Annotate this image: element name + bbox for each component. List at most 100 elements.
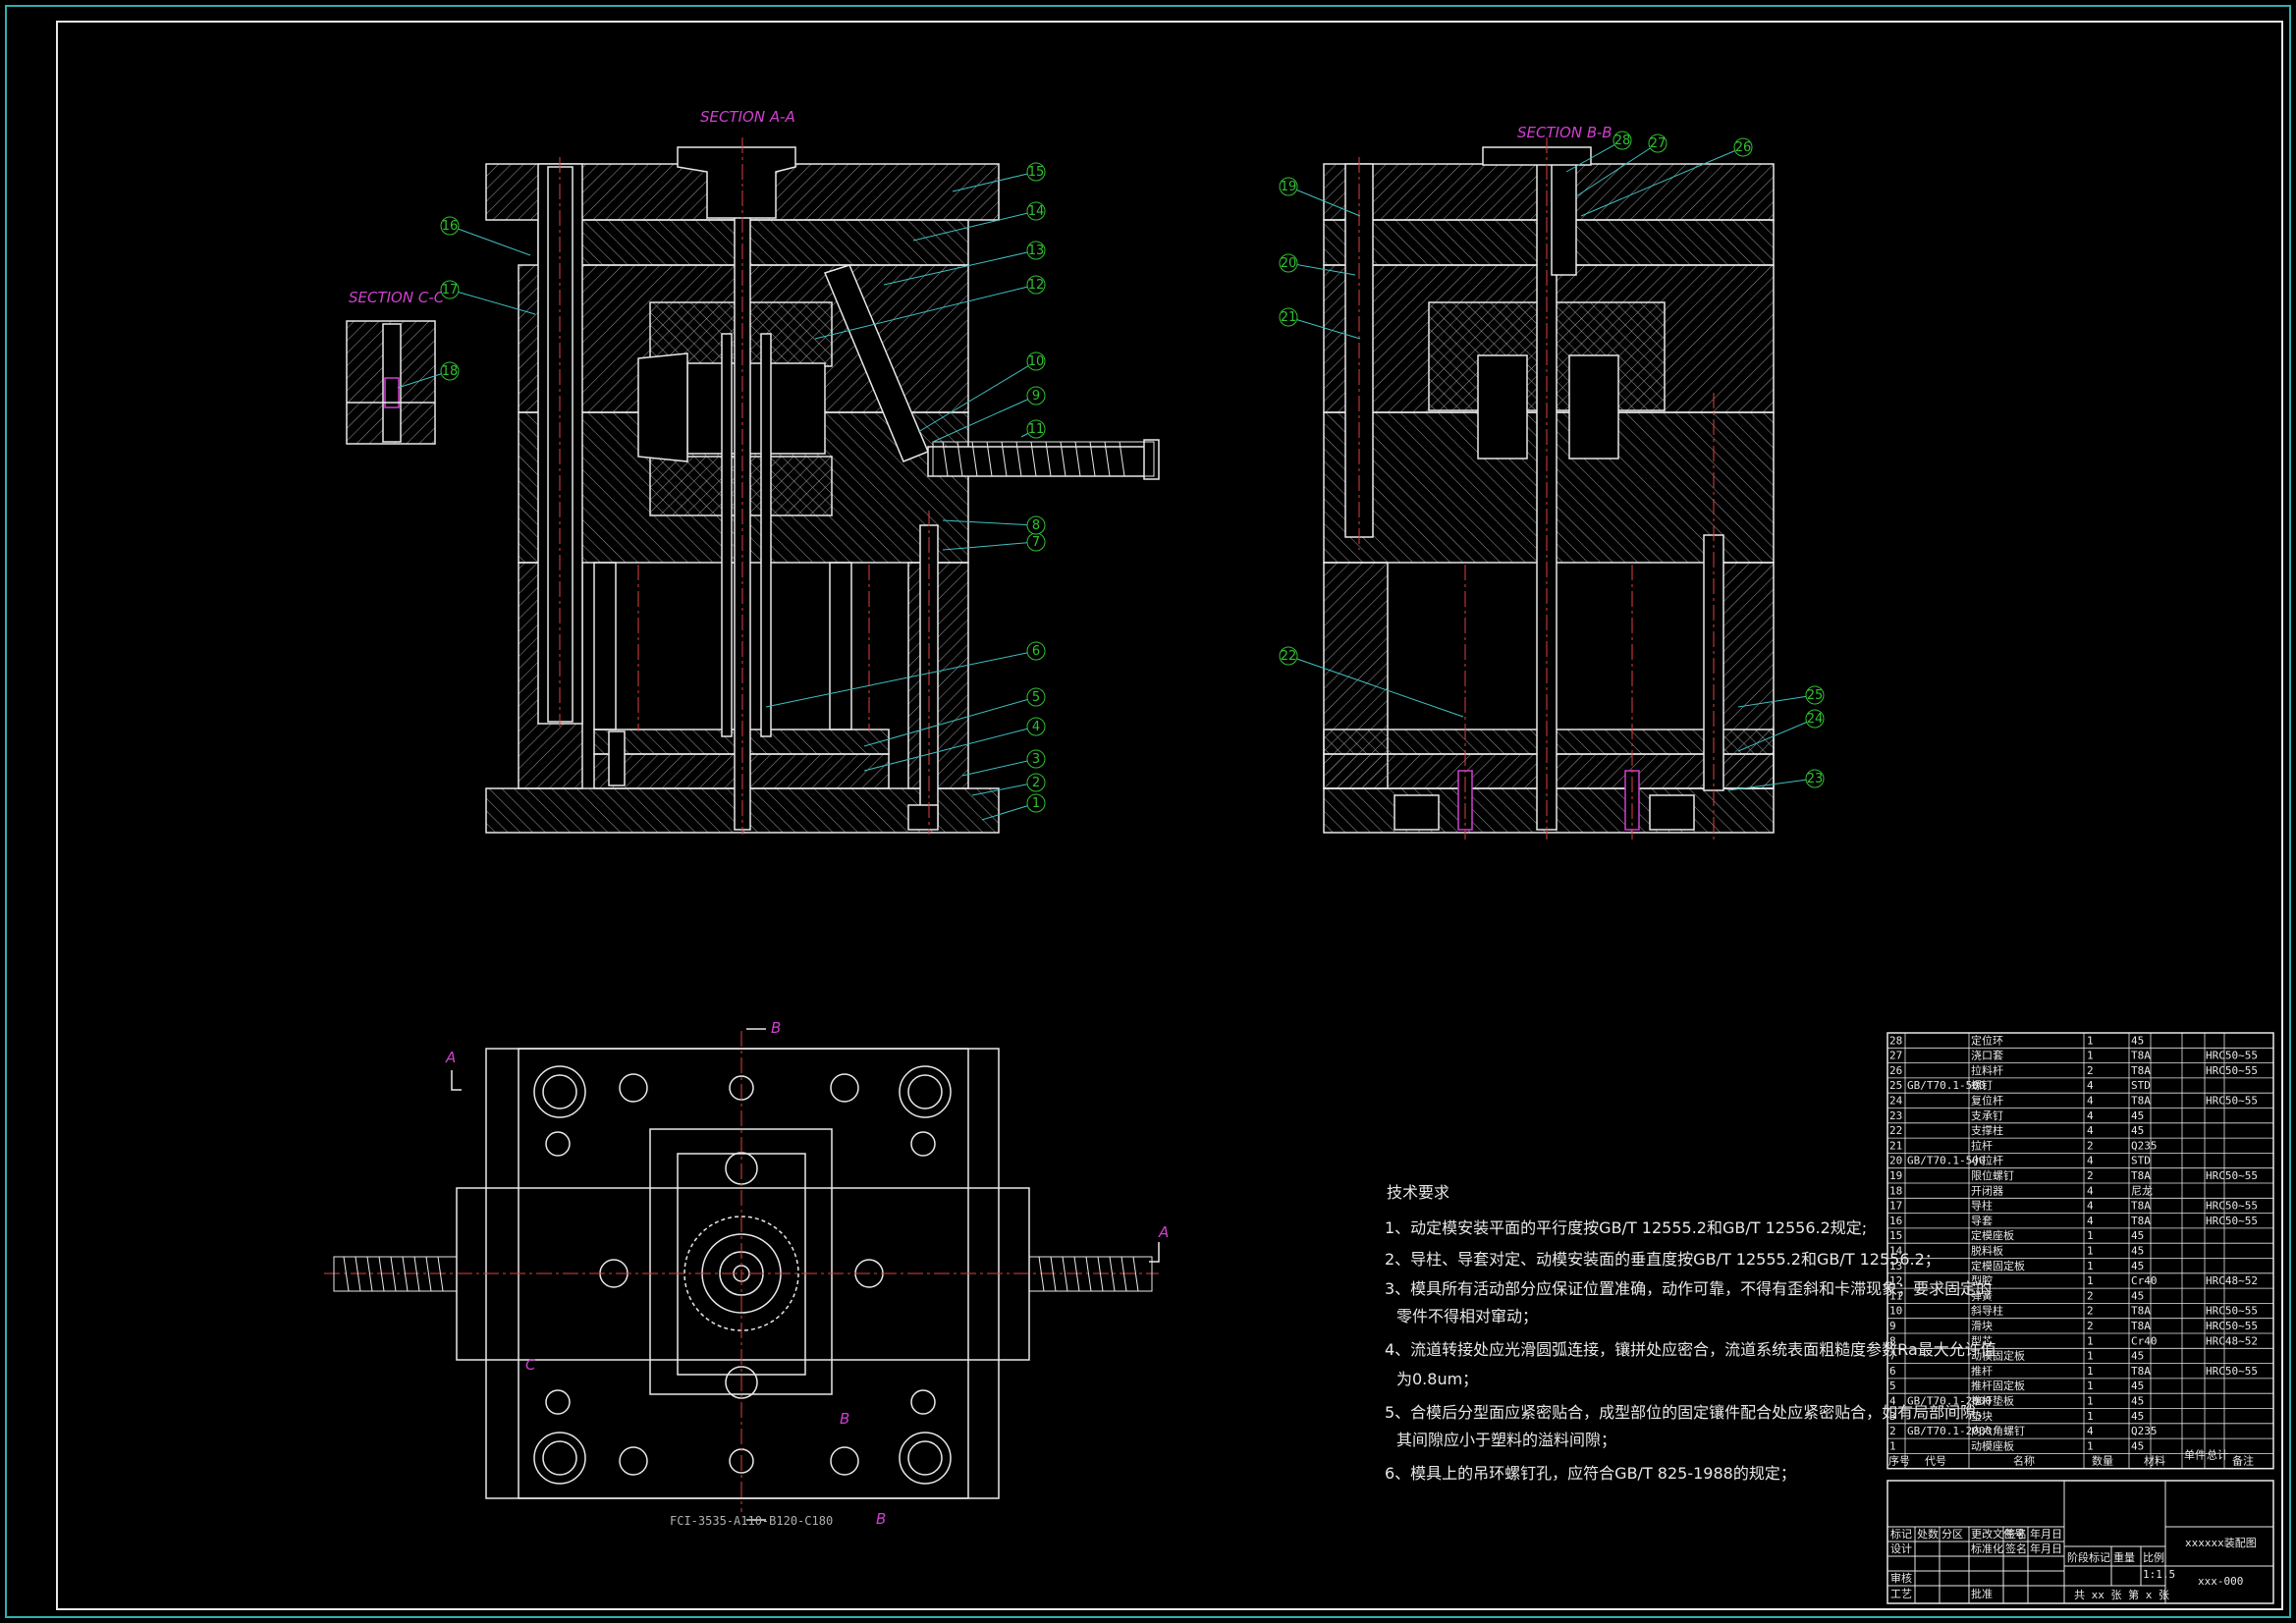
bom-name-2: 内六角螺钉 bbox=[1971, 1424, 2025, 1437]
callout-3-circle bbox=[1026, 749, 1046, 769]
bom-name-27: 浇口套 bbox=[1971, 1050, 2003, 1062]
callout-15-leader bbox=[952, 171, 1037, 192]
bom-mat-28: 45 bbox=[2131, 1034, 2144, 1047]
tech-line-6: 为0.8um； bbox=[1396, 1370, 1478, 1388]
callout-13: 13 bbox=[1028, 243, 1045, 258]
bom-note-6: HRC50~55 bbox=[2206, 1365, 2258, 1378]
tech-line-5: 4、流道转接处应光滑圆弧连接，镶拼处应密合，流道系统表面粗糙度参数Ra最大允许值 bbox=[1385, 1340, 1996, 1359]
tech-line-9: 6、模具上的吊环螺钉孔，应符合GB/T 825-1988的规定； bbox=[1385, 1464, 1796, 1483]
bom-no-15: 15 bbox=[1889, 1229, 1902, 1242]
bom-no-28: 28 bbox=[1889, 1034, 1902, 1047]
bom-note-17: HRC50~55 bbox=[2206, 1200, 2258, 1213]
bom-header-w2: 总计 bbox=[2207, 1448, 2228, 1462]
bom-no-5: 5 bbox=[1889, 1380, 1896, 1392]
tb-r1-c1: 标记 bbox=[1890, 1527, 1912, 1541]
tb-r1-c6: 年月日 bbox=[2030, 1527, 2062, 1541]
bom-header-note: 备注 bbox=[2232, 1454, 2254, 1468]
inner-frame bbox=[56, 21, 2283, 1610]
callout-24: 24 bbox=[1807, 712, 1824, 727]
callout-6-leader bbox=[765, 650, 1037, 708]
callout-22-circle bbox=[1279, 646, 1298, 666]
tb-r1-c3: 分区 bbox=[1941, 1528, 1963, 1541]
callout-5-leader bbox=[863, 696, 1037, 747]
bom-mat-18: 尼龙 bbox=[2131, 1184, 2153, 1197]
bom-name-8: 型芯 bbox=[1971, 1333, 1993, 1347]
tb-r3-c1: 审核 bbox=[1890, 1571, 1912, 1585]
bom-note-12: HRC48~52 bbox=[2206, 1274, 2258, 1287]
bom-mat-19: T8A bbox=[2131, 1169, 2151, 1182]
bom-qty-5: 1 bbox=[2087, 1380, 2094, 1392]
bom-no-3: 3 bbox=[1889, 1410, 1896, 1423]
callout-5: 5 bbox=[1032, 690, 1040, 705]
bom-qty-21: 2 bbox=[2087, 1139, 2094, 1152]
callout-2: 2 bbox=[1032, 776, 1040, 790]
callout-10: 10 bbox=[1028, 354, 1045, 369]
callout-20-leader bbox=[1287, 262, 1356, 276]
tb-drawing-no: xxx-000 bbox=[2198, 1575, 2243, 1588]
bom-name-23: 支承钉 bbox=[1971, 1109, 2003, 1122]
callout-8-circle bbox=[1026, 515, 1046, 535]
callout-26: 26 bbox=[1735, 140, 1752, 155]
bom-name-1: 动模座板 bbox=[1971, 1438, 2014, 1452]
bom-name-25: 螺钉 bbox=[1971, 1079, 1993, 1092]
bom-mat-7: 45 bbox=[2131, 1350, 2144, 1363]
callout-23: 23 bbox=[1807, 772, 1824, 786]
bom-name-11: 弹簧 bbox=[1971, 1288, 1993, 1302]
bom-no-8: 8 bbox=[1889, 1334, 1896, 1347]
bom-mat-16: T8A bbox=[2131, 1215, 2151, 1227]
bom-header-qty: 数量 bbox=[2092, 1455, 2113, 1468]
title-block bbox=[1886, 1480, 2274, 1604]
technical-requirements: 技术要求 1、动定模安装平面的平行度按GB/T 12555.2和GB/T 125… bbox=[1385, 1183, 1996, 1483]
bom-mat-2: Q235 bbox=[2131, 1425, 2158, 1437]
bom-mat-23: 45 bbox=[2131, 1109, 2144, 1122]
callout-26-circle bbox=[1733, 137, 1753, 157]
callout-15: 15 bbox=[1028, 165, 1045, 180]
callout-21-leader bbox=[1287, 316, 1361, 340]
callout-25-circle bbox=[1805, 685, 1825, 705]
bom-name-21: 拉杆 bbox=[1971, 1138, 1993, 1152]
bom-name-10: 斜导柱 bbox=[1971, 1304, 2003, 1318]
callout-14: 14 bbox=[1028, 204, 1045, 219]
bom-qty-24: 4 bbox=[2087, 1095, 2094, 1108]
bom-no-18: 18 bbox=[1889, 1184, 1902, 1197]
bom-name-26: 拉料杆 bbox=[1971, 1063, 2003, 1077]
tech-line-8: 其间隙应小于塑料的溢料间隙； bbox=[1396, 1431, 1616, 1449]
cut-label-a-left: A bbox=[445, 1049, 456, 1066]
section-a-view bbox=[485, 146, 1160, 834]
bom-qty-3: 1 bbox=[2087, 1410, 2094, 1423]
callout-17: 17 bbox=[442, 283, 459, 298]
bom-header-mat: 材料 bbox=[2144, 1454, 2165, 1468]
bom-mat-24: T8A bbox=[2131, 1095, 2151, 1108]
callout-1: 1 bbox=[1032, 796, 1040, 811]
cut-label-b-bottom: B bbox=[876, 1510, 886, 1528]
outer-frame bbox=[5, 5, 2291, 1618]
tb-r2-c5: 签名 bbox=[2005, 1542, 2027, 1555]
callout-12: 12 bbox=[1028, 278, 1045, 293]
bom-no-6: 6 bbox=[1889, 1365, 1896, 1378]
callout-8-leader bbox=[942, 519, 1037, 526]
bom-mat-15: 45 bbox=[2131, 1229, 2144, 1242]
bom-mat-8: Cr40 bbox=[2131, 1334, 2158, 1347]
callout-10-leader bbox=[917, 360, 1037, 433]
bom-qty-18: 4 bbox=[2087, 1184, 2094, 1197]
bom-no-1: 1 bbox=[1889, 1439, 1896, 1452]
cut-label-b-mid: B bbox=[840, 1410, 849, 1428]
callout-27: 27 bbox=[1650, 136, 1667, 151]
callout-27-circle bbox=[1648, 134, 1667, 153]
cut-label-b-top: B bbox=[771, 1019, 781, 1037]
callout-12-leader bbox=[814, 284, 1037, 340]
spring-a bbox=[932, 441, 1155, 477]
bom-note-19: HRC50~55 bbox=[2206, 1169, 2258, 1182]
callout-19: 19 bbox=[1281, 180, 1297, 194]
bom-no-13: 13 bbox=[1889, 1260, 1902, 1272]
bom-no-16: 16 bbox=[1889, 1215, 1902, 1227]
tb-stage: 阶段标记 bbox=[2067, 1550, 2110, 1564]
bom-note-26: HRC50~55 bbox=[2206, 1064, 2258, 1077]
bom-std-25: GB/T70.1-500 bbox=[1907, 1079, 1985, 1092]
bom-name-24: 复位杆 bbox=[1971, 1094, 2003, 1108]
cut-markers bbox=[451, 1028, 1160, 1521]
section-b-label: SECTION B-B bbox=[1517, 124, 1613, 141]
bom-no-22: 22 bbox=[1889, 1124, 1902, 1137]
bom-name-15: 定模座板 bbox=[1971, 1228, 2014, 1242]
